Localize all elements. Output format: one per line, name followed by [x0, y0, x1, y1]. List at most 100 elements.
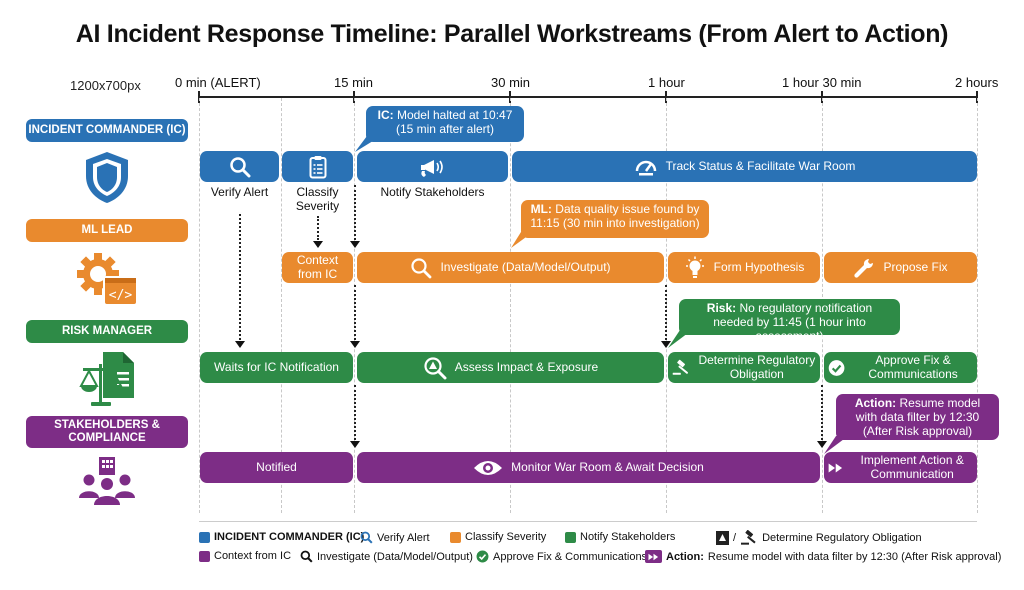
lightbulb-icon — [685, 256, 704, 278]
tick-label-120: 2 hours — [955, 75, 999, 90]
tick-label-30: 30 min — [491, 75, 531, 90]
callout-ml-pointer — [511, 232, 533, 248]
task-notified[interactable]: Notified — [200, 452, 353, 483]
legend-label: Verify Alert — [377, 531, 430, 544]
arrowhead — [235, 341, 245, 348]
dependency-notify-to-stakeholders — [354, 385, 356, 440]
timeline-axis — [199, 96, 977, 98]
legend-item-notify-stakeholders: Notify Stakeholders — [565, 531, 675, 543]
task-determine-regulatory[interactable]: Determine Regulatory Obligation — [668, 352, 820, 383]
task-track-status[interactable]: Track Status & Facilitate War Room — [512, 151, 977, 182]
check-circle-icon — [828, 359, 845, 376]
check-circle-icon — [476, 550, 489, 563]
legend-label: Determine Regulatory Obligation — [762, 532, 922, 544]
arrowhead — [350, 341, 360, 348]
tick-label-90: 1 hour 30 min — [782, 75, 862, 90]
eye-icon — [474, 460, 503, 475]
legend-item-verify-alert: Verify Alert — [360, 531, 430, 544]
task-notify-stakeholders[interactable] — [357, 151, 508, 182]
callout-risk: Risk: No regulatory notification needed … — [679, 299, 900, 342]
callout-ml-text: Data quality issue found by 11:15 (30 mi… — [530, 202, 700, 230]
gridline-30 — [510, 98, 511, 513]
callout-risk-bold: Risk: — [706, 301, 737, 315]
legend-divider — [199, 521, 977, 522]
legend-bold: Action: — [666, 550, 704, 563]
task-monitor-war-room-label: Monitor War Room & Await Decision — [511, 459, 704, 474]
role-label-stakeholders: STAKEHOLDERS & COMPLIANCE — [26, 416, 188, 448]
legend-swatch-blue — [199, 531, 210, 543]
fast-forward-icon — [645, 550, 662, 563]
legend-item-classify-severity: Classify Severity — [450, 531, 546, 543]
page-title: AI Incident Response Timeline: Parallel … — [75, 20, 949, 48]
legend-label: Notify Stakeholders — [580, 531, 676, 543]
gear-code-icon: </> — [76, 252, 138, 306]
task-determine-regulatory-label: Determine Regulatory Obligation — [698, 353, 816, 381]
magnifier-warning-icon — [424, 356, 447, 379]
task-investigate[interactable]: Investigate (Data/Model/Output) — [357, 252, 664, 283]
dependency-notify-to-ml — [354, 185, 356, 240]
legend-swatch-orange — [450, 531, 461, 543]
legend-swatch-purple — [199, 550, 210, 562]
callout-action-text: Resume model with data filter by 12:30 (… — [855, 396, 981, 438]
task-implement-action[interactable]: Implement Action & Communication — [824, 452, 977, 483]
task-assess-impact[interactable]: Assess Impact & Exposure — [357, 352, 664, 383]
task-approve-fix[interactable]: Approve Fix & Communications — [824, 352, 977, 383]
tick-label-60: 1 hour — [648, 75, 685, 90]
legend-label: Classify Severity — [465, 531, 547, 543]
fast-forward-icon — [828, 463, 843, 472]
legend-swatch-green — [565, 531, 576, 543]
task-context-from-ic[interactable]: Context from IC — [282, 252, 353, 283]
search-icon — [411, 257, 432, 278]
legend-item-regulatory: / Determine Regulatory Obligation — [716, 530, 922, 546]
callout-risk-text: No regulatory notification needed by 11:… — [713, 301, 873, 343]
tick-0 — [198, 91, 200, 103]
scales-document-icon — [79, 350, 135, 408]
arrowhead — [817, 441, 827, 448]
warning-book-icon — [716, 531, 729, 545]
legend-label: Context from IC — [214, 550, 292, 562]
callout-ml-bold: ML: — [530, 202, 552, 216]
task-waits-for-ic-label: Waits for IC Notification — [214, 359, 339, 374]
task-form-hypothesis-label: Form Hypothesis — [713, 259, 805, 274]
legend-item-approve-fix: Approve Fix & Communications — [476, 550, 647, 563]
task-label-verify-alert: Verify Alert — [210, 185, 269, 199]
wrench-icon — [854, 258, 874, 278]
task-context-from-ic-label: Context from IC — [296, 253, 339, 281]
callout-ic-text: Model halted at 10:47 (15 min after aler… — [395, 108, 513, 136]
legend-item-investigate: Investigate (Data/Model/Output) — [300, 550, 473, 563]
arrowhead — [661, 341, 671, 348]
tick-90 — [821, 91, 823, 103]
task-label-classify-severity: Classify Severity — [295, 185, 340, 213]
dependency-verify-to-risk — [239, 214, 241, 340]
task-propose-fix-label: Propose Fix — [883, 259, 948, 274]
legend-item-action: Action: Resume model with data filter by… — [645, 550, 1001, 563]
task-waits-for-ic[interactable]: Waits for IC Notification — [200, 352, 353, 383]
people-building-icon — [78, 456, 136, 506]
tick-60 — [665, 91, 667, 103]
callout-ml: ML: Data quality issue found by 11:15 (3… — [521, 200, 709, 238]
gauge-icon — [635, 160, 656, 175]
megaphone-icon — [420, 159, 443, 177]
task-form-hypothesis[interactable]: Form Hypothesis — [668, 252, 820, 283]
task-assess-impact-label: Assess Impact & Exposure — [454, 359, 599, 374]
callout-ic-bold: IC: — [377, 108, 394, 122]
search-icon — [229, 156, 250, 177]
legend-item-ic: INCIDENT COMMANDER (IC) — [199, 531, 364, 543]
dependency-classify-to-context — [317, 216, 319, 240]
task-propose-fix[interactable]: Propose Fix — [824, 252, 977, 283]
callout-ic-pointer — [355, 136, 381, 152]
task-verify-alert[interactable] — [200, 151, 279, 182]
svg-text:</>: </> — [109, 288, 133, 303]
task-monitor-war-room[interactable]: Monitor War Room & Await Decision — [357, 452, 820, 483]
callout-action-bold: Action: — [854, 396, 897, 410]
gridline-120 — [977, 98, 978, 513]
role-label-ml: ML LEAD — [26, 219, 188, 242]
callout-action-pointer — [824, 436, 848, 454]
task-investigate-label: Investigate (Data/Model/Output) — [440, 259, 611, 274]
task-classify-severity[interactable] — [282, 151, 353, 182]
legend-separator: / — [733, 532, 737, 544]
task-label-notify-stakeholders: Notify Stakeholders — [380, 185, 485, 199]
arrowhead — [350, 241, 360, 248]
callout-risk-pointer — [668, 330, 692, 348]
shield-icon — [83, 150, 131, 204]
